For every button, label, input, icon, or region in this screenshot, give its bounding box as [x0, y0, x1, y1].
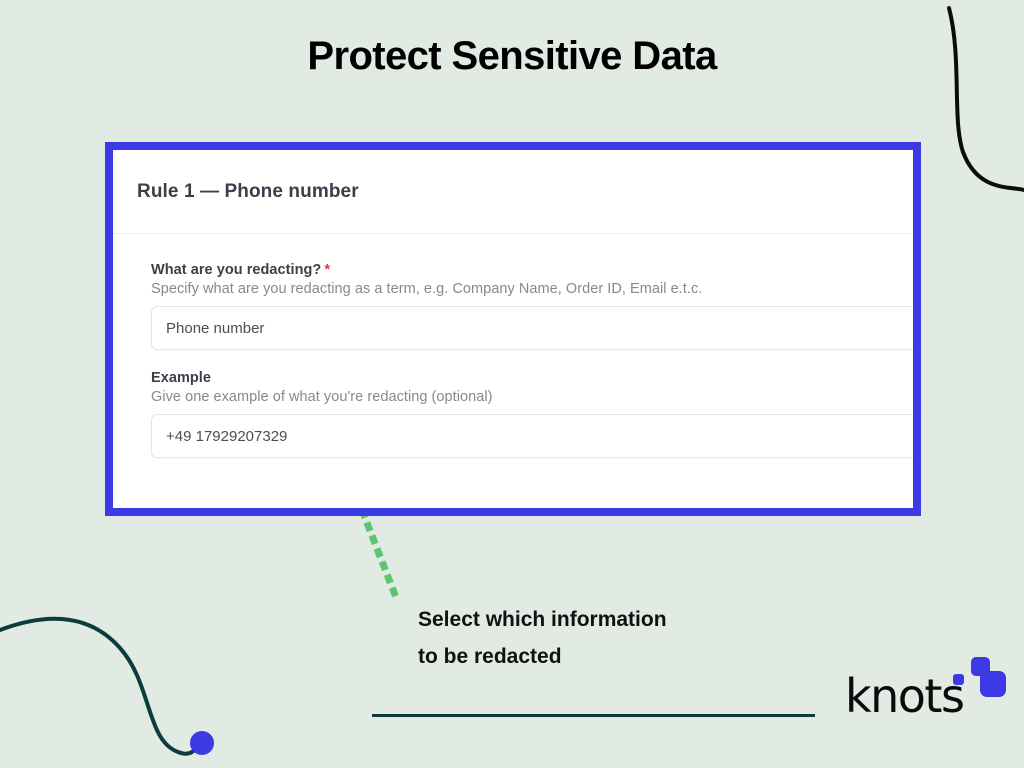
- example-input-value: +49 17929207329: [166, 427, 288, 445]
- bottom-left-curve-decoration: [0, 616, 200, 756]
- field-label-redacting: What are you redacting?*: [151, 262, 913, 278]
- callout-line-1: Select which information: [418, 608, 667, 631]
- redacting-term-input-value: Phone number: [166, 319, 265, 337]
- field-help-example: Give one example of what you're redactin…: [151, 389, 493, 405]
- required-asterisk-icon: *: [324, 261, 331, 278]
- bottom-divider-line: [372, 714, 815, 717]
- redacting-term-input[interactable]: Phone number: [151, 306, 913, 350]
- logo-square-small: [953, 674, 964, 685]
- rule-card-body: What are you redacting?* Specify what ar…: [113, 234, 913, 458]
- highlight-frame: Rule 1 — Phone number What are you redac…: [105, 142, 921, 516]
- field-label-example: Example: [151, 370, 913, 386]
- field-help-redacting: Specify what are you redacting as a term…: [151, 281, 703, 297]
- rule-card-title: Rule 1 — Phone number: [137, 180, 359, 202]
- logo-square-large: [980, 671, 1006, 697]
- field-label-redacting-text: What are you redacting?: [151, 262, 322, 278]
- field-example: Example Give one example of what you're …: [151, 370, 913, 458]
- field-label-example-text: Example: [151, 370, 211, 386]
- rule-card-header: Rule 1 — Phone number: [113, 150, 913, 234]
- page-title: Protect Sensitive Data: [307, 34, 717, 78]
- knots-logo: knots: [845, 655, 1006, 723]
- blue-dot-decoration: [190, 731, 214, 755]
- example-input[interactable]: +49 17929207329: [151, 414, 913, 458]
- knots-wordmark: knots: [845, 669, 965, 723]
- callout-annotation: Select which information to be redacted: [418, 602, 778, 676]
- field-what-are-you-redacting: What are you redacting?* Specify what ar…: [151, 262, 913, 350]
- callout-line-2: to be redacted: [418, 644, 562, 668]
- rule-card: Rule 1 — Phone number What are you redac…: [113, 150, 913, 508]
